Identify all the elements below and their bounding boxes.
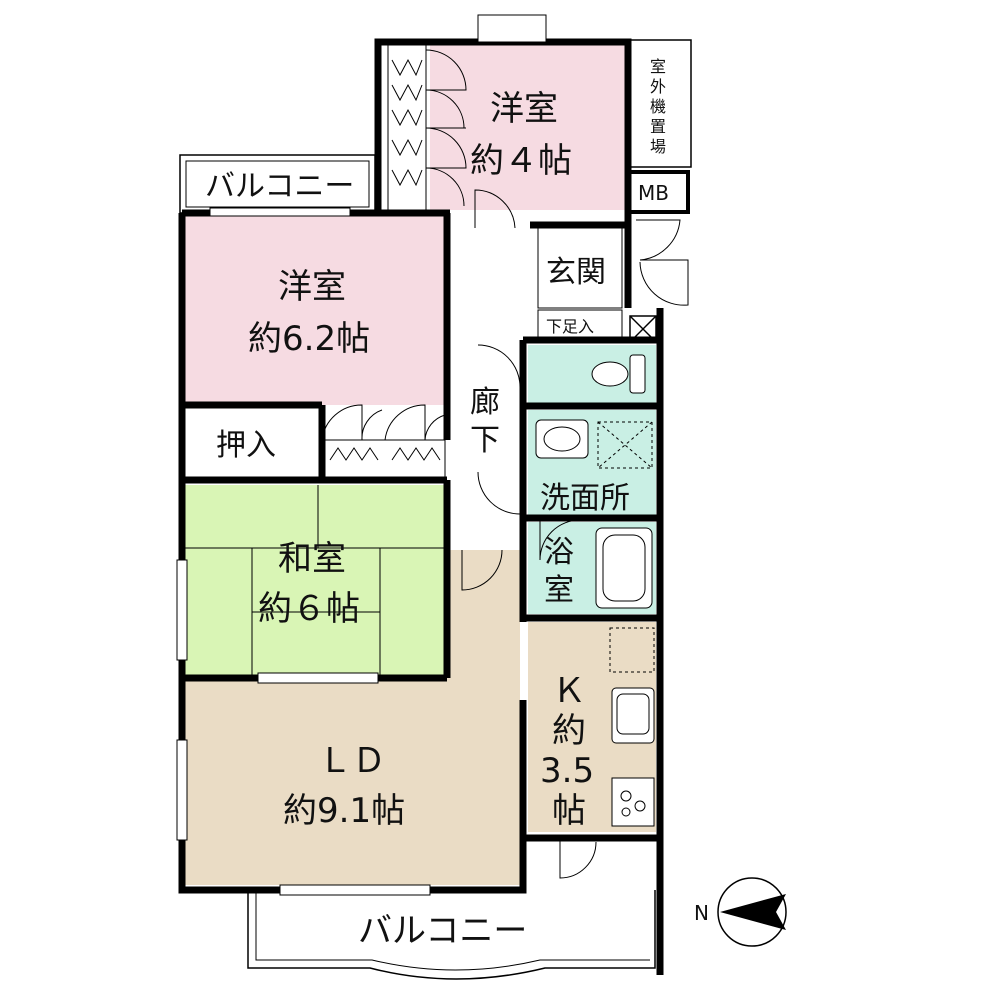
western-room-large-size: 約6.2帖	[248, 319, 370, 359]
tatami-lines	[185, 485, 445, 675]
washer-pan	[597, 421, 653, 469]
toilet-fixture	[591, 354, 646, 394]
washroom-label: 洗面所	[540, 481, 630, 516]
sink-fixture	[535, 419, 589, 459]
japanese-room-fill	[185, 485, 445, 675]
balcony-bottom-area	[247, 890, 656, 980]
western-room-small-size: 約４帖	[470, 141, 572, 181]
japanese-room-name: 和室	[278, 539, 346, 579]
outdoor-unit-char-4: 置	[650, 117, 666, 136]
western-room-large-name: 洋室	[278, 267, 346, 307]
bathroom-label-2: 室	[544, 573, 574, 608]
kitchen-label-k: Ｋ	[552, 671, 586, 711]
outdoor-unit-label: 室 外 機 置 場	[650, 57, 666, 156]
western-room-small-name: 洋室	[490, 89, 558, 129]
outdoor-unit-char-5: 場	[650, 137, 666, 156]
closet-western-small	[387, 44, 467, 211]
closet-label: 押入	[216, 428, 276, 463]
outdoor-unit-char-2: 外	[650, 77, 666, 96]
outdoor-unit-char-1: 室	[650, 57, 666, 76]
compass-north-label: N	[694, 901, 709, 925]
closet-western-large	[321, 404, 446, 479]
balcony-top-label: バルコニー	[205, 169, 354, 204]
western-room-large-fill	[185, 215, 445, 405]
entrance-label: 玄関	[546, 255, 606, 290]
mb-label: MB	[638, 181, 669, 205]
shoe-storage-area	[537, 309, 623, 339]
compass-icon: N	[694, 877, 787, 947]
bathtub-fixture	[595, 527, 653, 609]
balcony-top-area	[179, 154, 376, 214]
japanese-room-size: 約６帖	[258, 589, 360, 629]
ld-fill	[185, 550, 520, 885]
entrance-area	[537, 227, 623, 309]
outdoor-unit-char-3: 機	[650, 97, 666, 116]
hallway-label-1: 廊	[470, 385, 500, 420]
kitchen-label-size: 3.5	[540, 751, 594, 791]
shoe-storage-label: 下足入	[546, 317, 594, 336]
ld-name: ＬＤ	[318, 741, 386, 781]
kitchen-label-yaku: 約	[552, 711, 586, 751]
balcony-bottom-label: バルコニー	[358, 911, 527, 951]
ld-size: 約9.1帖	[283, 791, 405, 831]
kitchen-fixtures	[609, 627, 655, 827]
windows	[176, 14, 547, 896]
hallway-label-2: 下	[470, 423, 500, 458]
bathroom-label-1: 浴	[544, 535, 574, 570]
kitchen-label-jo: 帖	[552, 791, 586, 831]
